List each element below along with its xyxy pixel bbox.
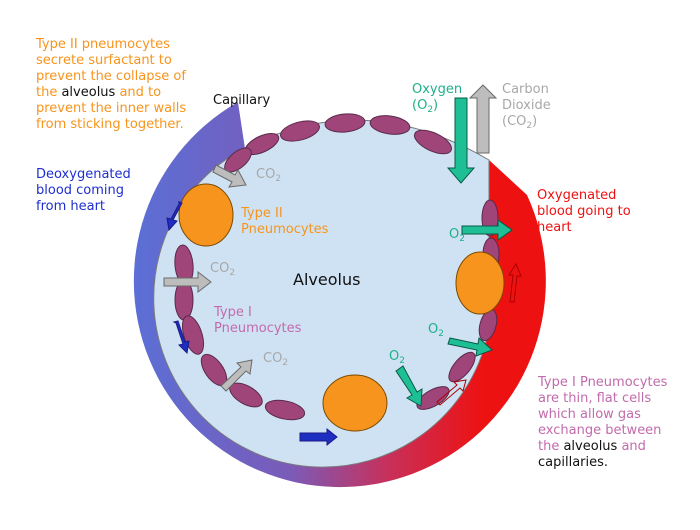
deoxy-flow-arrow-3: [299, 427, 338, 447]
co2-exhale-arrow: [468, 84, 498, 154]
type2-note-line: from sticking together.: [36, 117, 184, 132]
deoxy-flow-arrow-1: [166, 201, 183, 232]
type1-cell-line: Type I: [214, 305, 252, 320]
co2-subscript: 2: [229, 268, 236, 278]
o2-subscript: 2: [399, 356, 405, 366]
type1-cell: [448, 351, 476, 383]
co2-text: CO: [263, 351, 283, 366]
carbon-dioxide-formula: (CO2): [502, 114, 551, 134]
deoxygenated-label: Deoxygenated blood coming from heart: [36, 167, 131, 215]
o2-arrow-upper: [461, 219, 513, 241]
type1-note-line: the alveolus and: [538, 439, 667, 455]
blood-flow-arrows: [166, 201, 338, 447]
co2-text: CO: [210, 261, 230, 276]
oxygenated-line: blood going to: [537, 204, 631, 219]
type1-note-capillaries: capillaries.: [538, 455, 609, 470]
co2-arrow-upper: [212, 164, 247, 188]
oxygenated-line: heart: [537, 220, 572, 235]
type2-note-line: the alveolus and to: [36, 85, 186, 101]
oxygenated-line: Oxygenated: [537, 188, 617, 203]
type2-description: Type II pneumocytes secrete surfactant t…: [36, 37, 186, 133]
type2-note-line: prevent the collapse of: [36, 69, 186, 84]
carbon-dioxide-label: Carbon Dioxide (CO2): [502, 82, 551, 134]
deoxy-flow-arrow-2: [172, 320, 190, 355]
type1-note-line: which allow gas: [538, 407, 641, 422]
o2-label-lower: O2: [389, 349, 405, 369]
o2-label-middle: O2: [428, 322, 444, 342]
type1-note-line: are thin, flat cells: [538, 391, 652, 406]
formula-part: (CO: [502, 114, 527, 129]
deoxygenated-line: from heart: [36, 199, 106, 214]
type2-note-line: Type II pneumocytes: [36, 37, 170, 52]
oxy-flow-arrow-1: [436, 379, 467, 406]
co2-arrows: [163, 84, 498, 392]
oxygen-arrows: [395, 97, 513, 407]
capillary-opening: [238, 102, 258, 150]
formula-part: ): [433, 98, 439, 113]
oxygenated-label: Oxygenated blood going to heart: [537, 188, 631, 236]
carbon-dioxide-line: Carbon: [502, 82, 549, 97]
co2-text: CO: [256, 167, 276, 182]
co2-arrow-middle: [163, 270, 212, 294]
type1-cell: [413, 129, 453, 155]
oxygen-line: Oxygen: [412, 82, 463, 97]
alveolus-label: Alveolus: [293, 270, 361, 289]
formula-part: ): [532, 114, 538, 129]
type1-cell: [416, 386, 450, 410]
type1-cell: [264, 399, 306, 421]
type2-cell-line: Pneumocytes: [241, 222, 329, 237]
oxy-flow-arrow-2: [508, 262, 522, 303]
type1-cell-line: Pneumocytes: [214, 321, 302, 336]
co2-label-middle: CO2: [210, 261, 235, 281]
co2-subscript: 2: [282, 358, 289, 368]
type2-cell-label: Type II Pneumocytes: [241, 206, 328, 238]
type2-note-fragment: the: [36, 85, 62, 100]
type2-cell-bottom: [322, 374, 388, 432]
oxy-flow-arrows: [436, 262, 522, 406]
type1-cell: [324, 113, 366, 133]
type2-note-fragment: and to: [115, 85, 162, 100]
capillary-label: Capillary: [213, 93, 271, 108]
o2-arrow-middle: [447, 337, 493, 357]
o2-arrow-lower: [395, 365, 423, 407]
type1-note-line: exchange between: [538, 423, 662, 438]
formula-subscript: 2: [526, 121, 533, 131]
o2-text: O: [428, 322, 439, 337]
type1-cell: [369, 115, 411, 135]
type2-cells: [178, 183, 505, 432]
type1-note-alveolus: alveolus: [563, 439, 618, 454]
type1-note-fragment: the: [538, 439, 564, 454]
co2-label-upper: CO2: [256, 167, 281, 187]
type1-description: Type I Pneumocytes are thin, flat cells …: [538, 375, 667, 471]
type1-cell-label: Type I Pneumocytes: [214, 305, 301, 337]
oxygen-intake-arrow: [446, 97, 476, 184]
type2-note-alveolus: alveolus: [61, 85, 116, 100]
deoxygenated-line: Deoxygenated: [36, 167, 131, 182]
oxygen-formula: (O2): [412, 98, 462, 118]
o2-label-upper: O2: [449, 227, 465, 247]
type2-cell-upper: [178, 183, 234, 247]
type1-note-line: Type I Pneumocytes: [538, 375, 668, 390]
o2-subscript: 2: [459, 234, 465, 244]
type1-cells: [174, 113, 500, 421]
type1-note-fragment: and: [617, 439, 646, 454]
type2-note-line: secrete surfactant to: [36, 53, 172, 68]
co2-subscript: 2: [275, 174, 282, 184]
formula-part: (O: [412, 98, 428, 113]
oxygen-label: Oxygen (O2): [412, 82, 462, 118]
type2-cell-right: [455, 251, 505, 315]
carbon-dioxide-line: Dioxide: [502, 98, 551, 113]
co2-label-lower: CO2: [263, 351, 288, 371]
type1-cell: [280, 120, 320, 142]
deoxygenated-line: blood coming: [36, 183, 125, 198]
formula-subscript: 2: [427, 105, 434, 115]
type2-cell-line: Type II: [241, 206, 283, 221]
co2-arrow-lower: [220, 359, 253, 392]
o2-subscript: 2: [438, 329, 444, 339]
o2-text: O: [389, 349, 400, 364]
type2-note-line: prevent the inner walls: [36, 101, 187, 116]
o2-text: O: [449, 227, 460, 242]
